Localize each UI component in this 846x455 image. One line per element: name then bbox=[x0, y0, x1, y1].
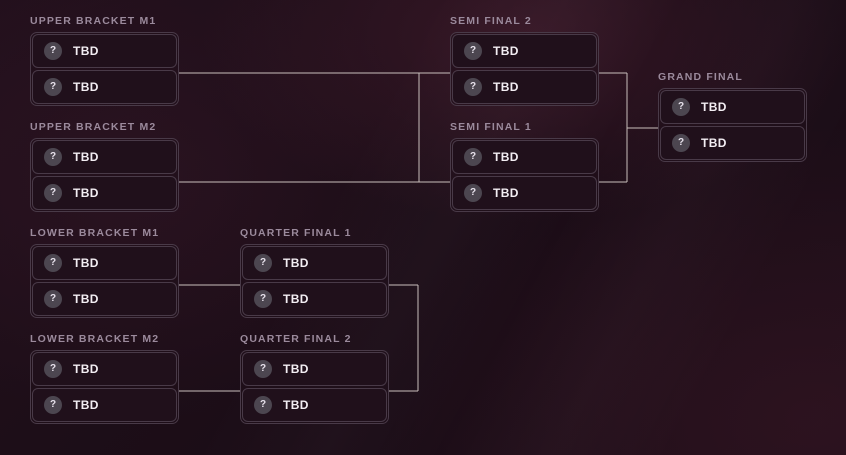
match-upper-bracket-m1[interactable]: UPPER BRACKET M1 ? TBD ? TBD bbox=[30, 15, 179, 106]
seed-unknown-icon: ? bbox=[254, 360, 272, 378]
match-slot[interactable]: ? TBD bbox=[32, 352, 177, 386]
match-semi-final-1[interactable]: SEMI FINAL 1 ? TBD ? TBD bbox=[450, 121, 599, 212]
seed-unknown-icon: ? bbox=[672, 134, 690, 152]
team-name: TBD bbox=[73, 292, 99, 306]
team-name: TBD bbox=[73, 80, 99, 94]
match-card[interactable]: ? TBD ? TBD bbox=[450, 138, 599, 212]
seed-unknown-icon: ? bbox=[254, 396, 272, 414]
match-slot[interactable]: ? TBD bbox=[242, 282, 387, 316]
team-name: TBD bbox=[493, 44, 519, 58]
team-name: TBD bbox=[283, 398, 309, 412]
seed-unknown-icon: ? bbox=[44, 254, 62, 272]
match-slot[interactable]: ? TBD bbox=[242, 352, 387, 386]
match-slot[interactable]: ? TBD bbox=[242, 246, 387, 280]
match-slot[interactable]: ? TBD bbox=[32, 388, 177, 422]
team-name: TBD bbox=[283, 256, 309, 270]
seed-unknown-icon: ? bbox=[44, 148, 62, 166]
match-upper-bracket-m2[interactable]: UPPER BRACKET M2 ? TBD ? TBD bbox=[30, 121, 179, 212]
team-name: TBD bbox=[701, 136, 727, 150]
team-name: TBD bbox=[283, 292, 309, 306]
match-slot[interactable]: ? TBD bbox=[452, 34, 597, 68]
team-name: TBD bbox=[701, 100, 727, 114]
match-label: LOWER BRACKET M2 bbox=[30, 333, 160, 345]
team-name: TBD bbox=[73, 186, 99, 200]
match-card[interactable]: ? TBD ? TBD bbox=[240, 350, 389, 424]
match-card[interactable]: ? TBD ? TBD bbox=[240, 244, 389, 318]
match-label: SEMI FINAL 1 bbox=[450, 121, 532, 133]
seed-unknown-icon: ? bbox=[44, 184, 62, 202]
match-label: SEMI FINAL 2 bbox=[450, 15, 532, 27]
match-slot[interactable]: ? TBD bbox=[32, 140, 177, 174]
match-slot[interactable]: ? TBD bbox=[32, 282, 177, 316]
match-label: QUARTER FINAL 1 bbox=[240, 227, 352, 239]
team-name: TBD bbox=[493, 186, 519, 200]
match-slot[interactable]: ? TBD bbox=[32, 246, 177, 280]
team-name: TBD bbox=[73, 362, 99, 376]
match-card[interactable]: ? TBD ? TBD bbox=[450, 32, 599, 106]
team-name: TBD bbox=[493, 80, 519, 94]
team-name: TBD bbox=[283, 362, 309, 376]
seed-unknown-icon: ? bbox=[464, 78, 482, 96]
match-label: LOWER BRACKET M1 bbox=[30, 227, 160, 239]
seed-unknown-icon: ? bbox=[44, 42, 62, 60]
match-quarter-final-2[interactable]: QUARTER FINAL 2 ? TBD ? TBD bbox=[240, 333, 389, 424]
match-slot[interactable]: ? TBD bbox=[452, 70, 597, 104]
seed-unknown-icon: ? bbox=[672, 98, 690, 116]
match-card[interactable]: ? TBD ? TBD bbox=[30, 138, 179, 212]
match-slot[interactable]: ? TBD bbox=[452, 140, 597, 174]
match-quarter-final-1[interactable]: QUARTER FINAL 1 ? TBD ? TBD bbox=[240, 227, 389, 318]
match-slot[interactable]: ? TBD bbox=[32, 70, 177, 104]
match-card[interactable]: ? TBD ? TBD bbox=[30, 244, 179, 318]
match-lower-bracket-m1[interactable]: LOWER BRACKET M1 ? TBD ? TBD bbox=[30, 227, 179, 318]
match-slot[interactable]: ? TBD bbox=[660, 126, 805, 160]
match-slot[interactable]: ? TBD bbox=[452, 176, 597, 210]
match-slot[interactable]: ? TBD bbox=[32, 34, 177, 68]
team-name: TBD bbox=[73, 44, 99, 58]
seed-unknown-icon: ? bbox=[44, 290, 62, 308]
seed-unknown-icon: ? bbox=[44, 396, 62, 414]
match-card[interactable]: ? TBD ? TBD bbox=[30, 350, 179, 424]
seed-unknown-icon: ? bbox=[44, 360, 62, 378]
match-label: UPPER BRACKET M1 bbox=[30, 15, 157, 27]
match-label: GRAND FINAL bbox=[658, 71, 743, 83]
seed-unknown-icon: ? bbox=[254, 254, 272, 272]
team-name: TBD bbox=[73, 398, 99, 412]
team-name: TBD bbox=[73, 256, 99, 270]
match-slot[interactable]: ? TBD bbox=[32, 176, 177, 210]
match-label: QUARTER FINAL 2 bbox=[240, 333, 352, 345]
seed-unknown-icon: ? bbox=[464, 184, 482, 202]
seed-unknown-icon: ? bbox=[464, 42, 482, 60]
match-label: UPPER BRACKET M2 bbox=[30, 121, 157, 133]
match-slot[interactable]: ? TBD bbox=[660, 90, 805, 124]
match-lower-bracket-m2[interactable]: LOWER BRACKET M2 ? TBD ? TBD bbox=[30, 333, 179, 424]
match-card[interactable]: ? TBD ? TBD bbox=[30, 32, 179, 106]
seed-unknown-icon: ? bbox=[44, 78, 62, 96]
match-card[interactable]: ? TBD ? TBD bbox=[658, 88, 807, 162]
match-grand-final[interactable]: GRAND FINAL ? TBD ? TBD bbox=[658, 71, 807, 162]
match-semi-final-2[interactable]: SEMI FINAL 2 ? TBD ? TBD bbox=[450, 15, 599, 106]
seed-unknown-icon: ? bbox=[254, 290, 272, 308]
match-slot[interactable]: ? TBD bbox=[242, 388, 387, 422]
seed-unknown-icon: ? bbox=[464, 148, 482, 166]
team-name: TBD bbox=[493, 150, 519, 164]
team-name: TBD bbox=[73, 150, 99, 164]
